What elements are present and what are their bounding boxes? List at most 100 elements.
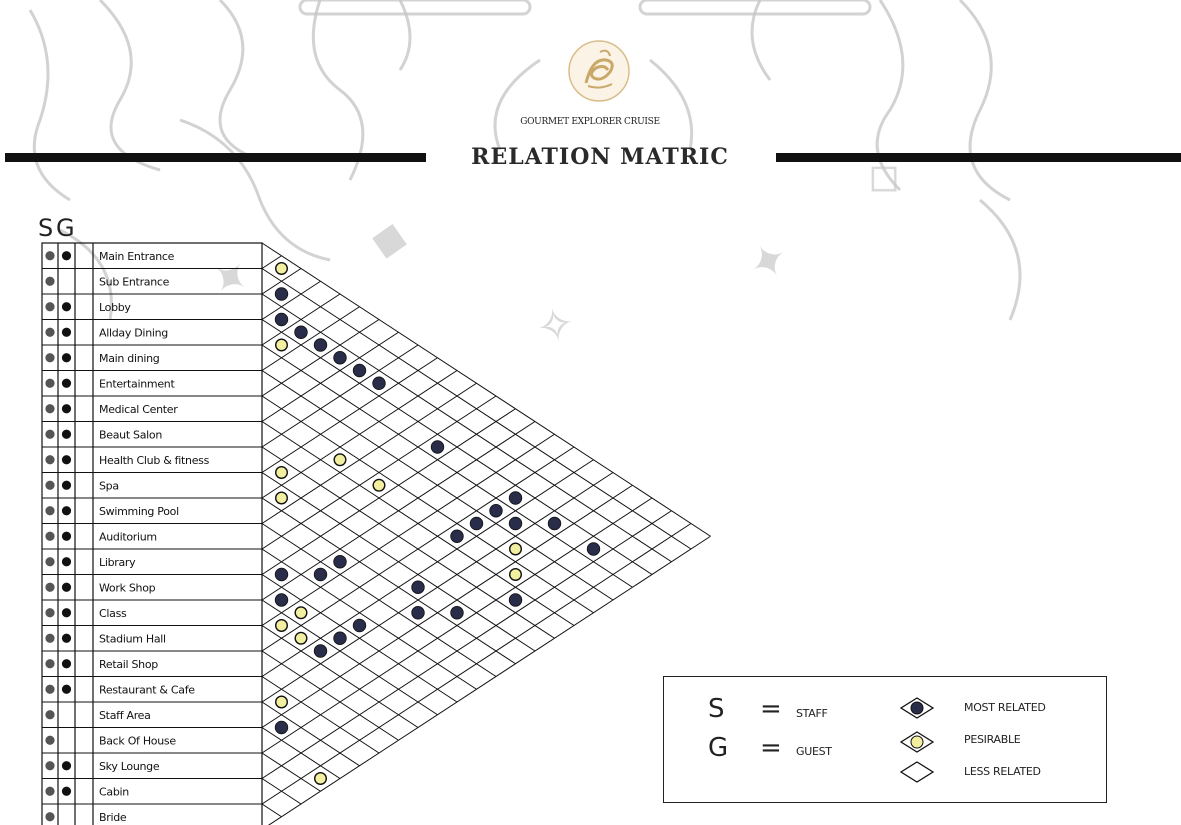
grid-line xyxy=(262,294,672,562)
guest-dot-row-10 xyxy=(62,506,71,515)
staff-dot-row-15 xyxy=(45,634,54,643)
grid-line xyxy=(262,549,477,689)
relation-marker-most xyxy=(509,492,522,505)
row-label: Beaut Salon xyxy=(99,428,162,441)
guest-dot-row-3 xyxy=(62,328,71,337)
grid-line xyxy=(262,383,477,523)
relation-marker-desirable xyxy=(276,696,288,708)
relation-marker-most xyxy=(509,594,522,607)
relation-marker-most xyxy=(295,326,308,339)
relation-marker-most xyxy=(490,504,503,517)
relation-marker-most xyxy=(353,364,366,377)
relation-marker-most xyxy=(509,517,522,530)
relation-marker-desirable xyxy=(334,454,346,466)
guest-dot-row-20 xyxy=(62,761,71,770)
relation-marker-most xyxy=(314,339,327,352)
guest-dot-row-7 xyxy=(62,430,71,439)
row-label: Main Entrance xyxy=(99,250,175,263)
relation-marker-most xyxy=(275,313,288,326)
relation-marker-desirable xyxy=(510,543,522,555)
row-label: Medical Center xyxy=(99,403,178,416)
row-label: Auditorium xyxy=(99,530,157,543)
row-label: Swimming Pool xyxy=(99,505,179,518)
staff-dot-row-1 xyxy=(45,277,54,286)
relation-marker-desirable xyxy=(276,620,288,632)
staff-dot-row-21 xyxy=(45,787,54,796)
grid-line xyxy=(262,702,360,766)
row-label: Work Shop xyxy=(99,581,156,594)
grid-line xyxy=(262,396,594,613)
guest-dot-row-17 xyxy=(62,685,71,694)
relation-marker-most xyxy=(353,619,366,632)
row-label: Cabin xyxy=(99,785,129,798)
staff-dot-row-14 xyxy=(45,608,54,617)
relation-marker-most xyxy=(275,568,288,581)
staff-dot-row-2 xyxy=(45,302,54,311)
row-label: Back Of House xyxy=(99,734,176,747)
staff-dot-row-16 xyxy=(45,659,54,668)
grid-line xyxy=(262,358,438,473)
row-label: Bride xyxy=(99,811,127,824)
staff-dot-row-0 xyxy=(45,251,54,260)
staff-dot-row-7 xyxy=(45,430,54,439)
row-label: Spa xyxy=(99,479,119,492)
diamond-grid xyxy=(262,243,711,825)
legend-staff-text: STAFF xyxy=(796,707,828,720)
relation-marker-most xyxy=(334,632,347,645)
row-label: Class xyxy=(99,607,127,620)
staff-dot-row-11 xyxy=(45,532,54,541)
staff-dot-row-12 xyxy=(45,557,54,566)
row-label: Allday Dining xyxy=(99,326,168,339)
relation-marker-most xyxy=(431,441,444,454)
staff-dot-row-5 xyxy=(45,379,54,388)
relation-marker-most xyxy=(373,377,386,390)
relation-marker-desirable xyxy=(315,773,327,785)
grid-line xyxy=(262,460,594,677)
legend-desirable-text: PESIRABLE xyxy=(964,733,1020,746)
staff-dot-row-19 xyxy=(45,736,54,745)
relation-marker-most xyxy=(275,288,288,301)
relation-marker-desirable xyxy=(276,263,288,275)
legend-s-equals: = xyxy=(760,694,782,724)
staff-dot-row-17 xyxy=(45,685,54,694)
legend-g-equals: = xyxy=(760,733,782,763)
guest-dot-row-6 xyxy=(62,404,71,413)
relation-marker-most xyxy=(275,721,288,734)
relation-marker-most xyxy=(314,568,327,581)
grid-line xyxy=(262,536,711,825)
relation-marker-most xyxy=(334,351,347,364)
row-label: Lobby xyxy=(99,301,131,314)
legend-most-related-icon xyxy=(900,697,934,719)
relation-marker-desirable xyxy=(295,632,307,644)
legend: S = STAFF G = GUEST MOST RELATED PESIRAB… xyxy=(663,676,1107,803)
guest-dot-row-5 xyxy=(62,379,71,388)
guest-dot-row-16 xyxy=(62,659,71,668)
guest-dot-row-2 xyxy=(62,302,71,311)
row-label: Entertainment xyxy=(99,377,175,390)
legend-g-symbol: G xyxy=(708,733,728,763)
grid-line xyxy=(262,753,321,791)
staff-dot-row-3 xyxy=(45,328,54,337)
guest-dot-row-14 xyxy=(62,608,71,617)
grid-line xyxy=(262,345,633,587)
relation-marker-most xyxy=(451,606,464,619)
relation-marker-most xyxy=(314,645,327,658)
grid-line xyxy=(262,804,282,817)
legend-less-related-icon xyxy=(900,761,934,783)
guest-dot-row-13 xyxy=(62,583,71,592)
row-label: Retail Shop xyxy=(99,658,158,671)
legend-desirable-icon xyxy=(900,731,934,753)
relation-marker-desirable xyxy=(276,492,288,504)
relation-marker-most xyxy=(548,517,561,530)
legend-less-related-text: LESS RELATED xyxy=(964,765,1041,778)
row-label: Sub Entrance xyxy=(99,275,170,288)
guest-dot-row-4 xyxy=(62,353,71,362)
relation-marker-most xyxy=(334,555,347,568)
staff-dot-row-6 xyxy=(45,404,54,413)
guest-dot-row-21 xyxy=(62,787,71,796)
guest-dot-row-15 xyxy=(62,634,71,643)
relation-marker-most xyxy=(451,530,464,543)
row-label: Sky Lounge xyxy=(99,760,160,773)
staff-dot-row-20 xyxy=(45,761,54,770)
row-label: Staff Area xyxy=(99,709,151,722)
